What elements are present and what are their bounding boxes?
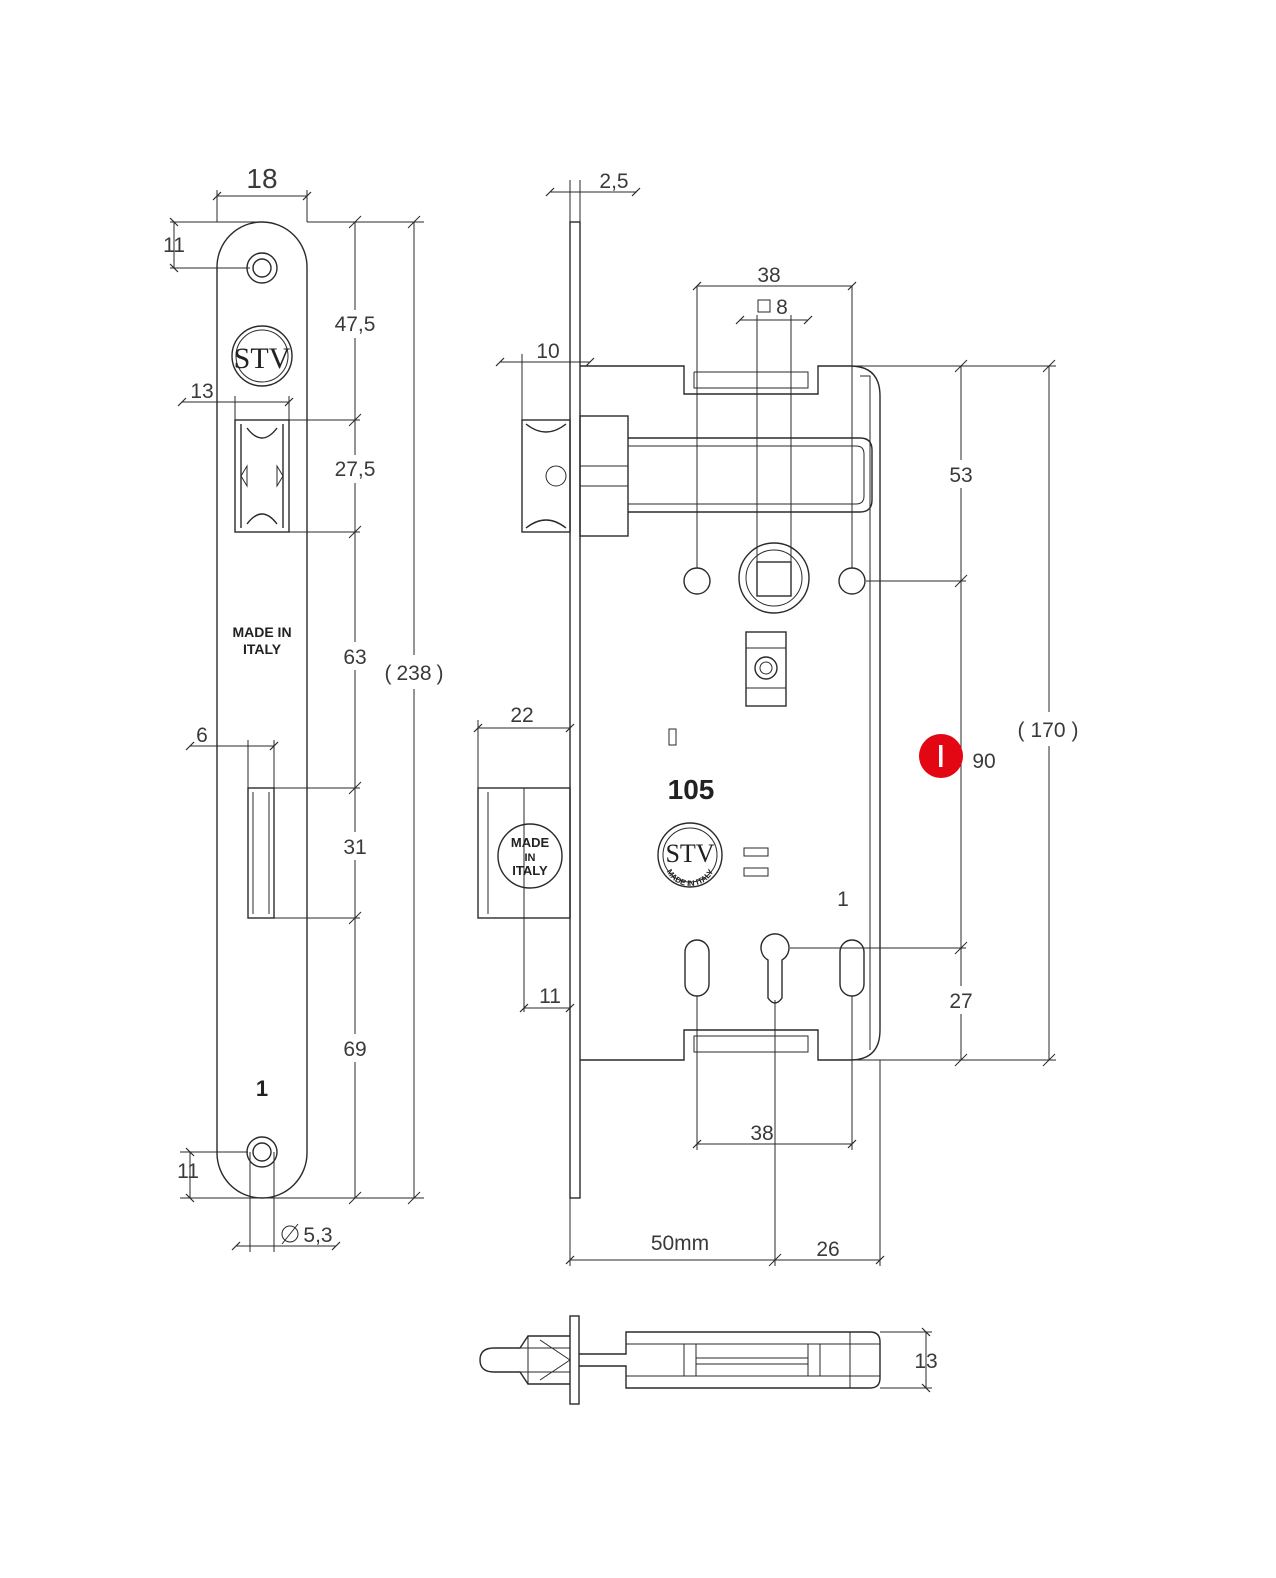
seal-logo-text: STV: [665, 839, 714, 868]
dim-47-5: 47,5: [335, 313, 376, 336]
dim-backset: 50mm: [651, 1232, 709, 1255]
dim-27-5: 27,5: [335, 458, 376, 481]
bottom-view: 13: [479, 1315, 938, 1405]
seal-made-in-italy: MADE IN ITALY: [665, 867, 716, 888]
dim-27: 27: [949, 990, 972, 1013]
slot-left: [684, 939, 710, 997]
lock-body-view: 105 STV MADE IN ITALY 1 MADE IN ITALY: [473, 170, 1083, 1267]
bolt-in: IN: [525, 852, 536, 864]
svg-text:): ): [1072, 719, 1079, 742]
screw-hole-top: [246, 252, 278, 284]
dim-170: 170: [1030, 719, 1065, 742]
dim-latch-projection: 10: [536, 340, 559, 363]
keyhole: [760, 933, 790, 1004]
bottom-front-plate: [569, 1315, 580, 1405]
dim-faceplate-width: 18: [246, 163, 277, 194]
bolt-italy: ITALY: [512, 863, 548, 878]
stv-logo-faceplate: STV: [231, 325, 293, 387]
dim-latch-width: 13: [190, 380, 213, 403]
lever-block: [745, 631, 787, 707]
svg-text:): ): [437, 662, 444, 685]
dim-bottom-38: 38: [750, 1122, 773, 1145]
svg-text:(: (: [1018, 719, 1025, 742]
dim-thickness: 13: [914, 1350, 937, 1373]
dim-hole-top: 11: [163, 234, 185, 257]
dim-hole-diameter: 5,3: [303, 1224, 332, 1247]
dim-63: 63: [343, 646, 366, 669]
model-number: 105: [668, 774, 715, 805]
svg-text:(: (: [385, 662, 392, 685]
dim-plate-thickness: 2,5: [599, 170, 628, 193]
faceplate-number: 1: [256, 1076, 268, 1101]
dim-square: 8: [776, 296, 788, 319]
latch-assembly: [521, 415, 873, 537]
dim-hole-bottom: 11: [177, 1160, 199, 1183]
dim-26: 26: [816, 1238, 839, 1261]
dim-bolt-bottom: 11: [539, 985, 561, 1008]
faceplate-italy: ITALY: [243, 641, 282, 657]
svg-text:MADE IN ITALY: MADE IN ITALY: [665, 867, 716, 888]
screw-hole-bottom: [246, 1136, 278, 1168]
deadbolt: MADE IN ITALY: [477, 787, 571, 1012]
faceplate-view: STV MADE IN ITALY 1 18 11 13: [163, 163, 448, 1252]
fixing-hole-left: [683, 567, 711, 595]
bolt-opening: [247, 787, 275, 919]
bolt-made: MADE: [511, 835, 550, 850]
dim-90: 90: [972, 750, 995, 773]
dim-53: 53: [949, 464, 972, 487]
small-slot: [668, 728, 677, 746]
logo-text: STV: [234, 342, 291, 375]
faceplate-made-in: MADE IN: [232, 624, 291, 640]
body-number: 1: [837, 888, 849, 911]
dim-31: 31: [343, 836, 366, 859]
latch-opening: [234, 419, 290, 533]
dim-238: 238: [396, 662, 431, 685]
dim-69: 69: [343, 1038, 366, 1061]
dim-top-38: 38: [757, 264, 780, 287]
lock-case-outline: [580, 365, 881, 1061]
front-plate: [569, 221, 581, 1199]
dim-bolt-projection: 22: [510, 704, 533, 727]
handle-follower: [738, 315, 810, 614]
dim-bolt-width: 6: [196, 724, 208, 747]
stv-seal-body: STV MADE IN ITALY: [657, 822, 723, 888]
red-marker-icon: [919, 734, 963, 778]
fixing-hole-right: [838, 567, 866, 595]
